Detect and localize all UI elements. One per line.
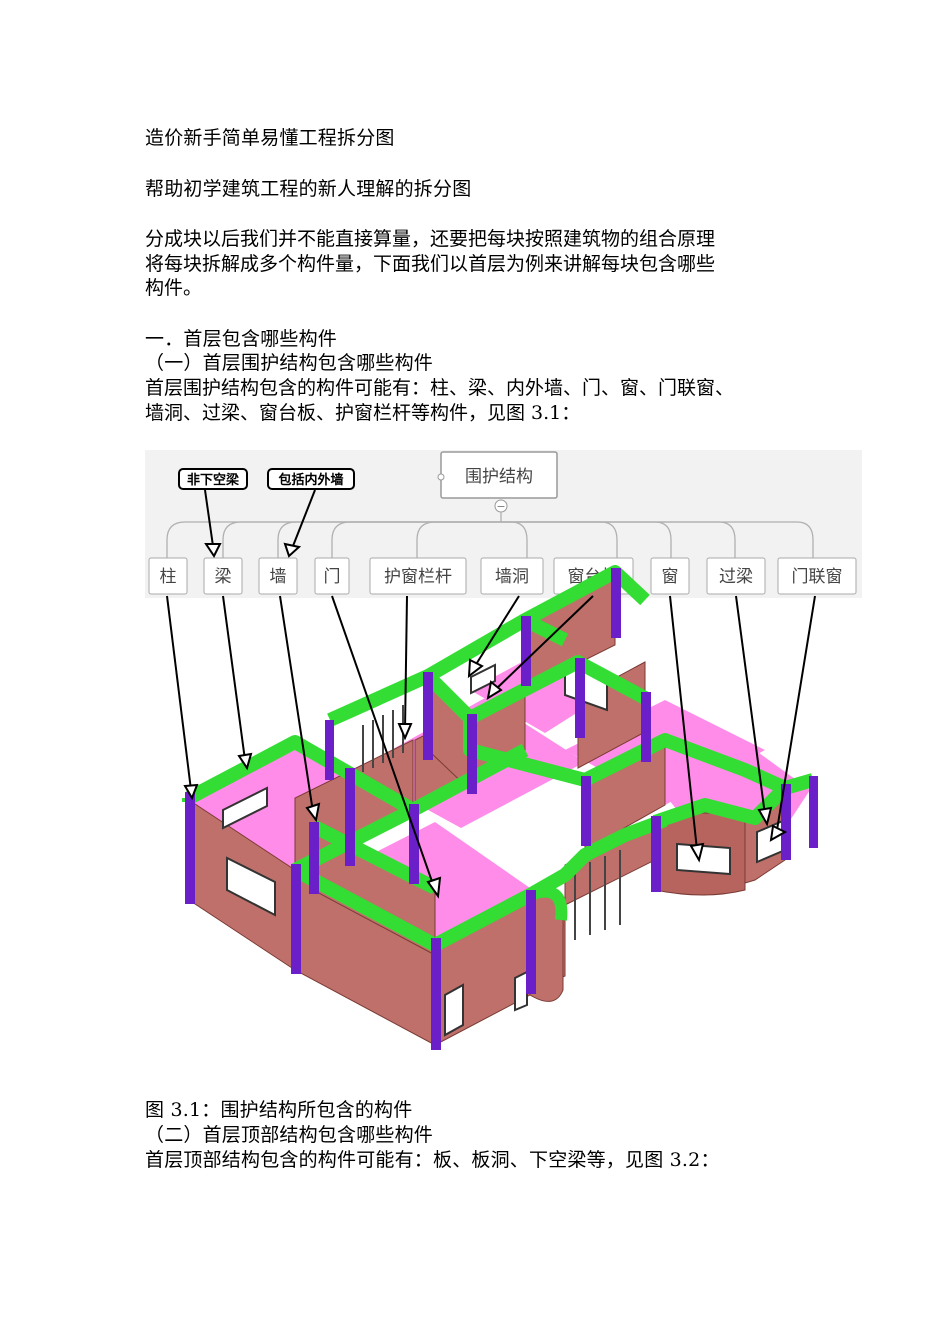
tag-arrows	[204, 489, 316, 558]
node-label: 门联窗	[792, 567, 843, 587]
tag-label: 非下空梁	[187, 472, 240, 488]
structure-diagram: 围护结构 − 柱	[145, 450, 862, 1050]
node-men: 门	[314, 557, 350, 595]
figure-caption: 图 3.1：围护结构所包含的构件	[145, 1099, 413, 1121]
node-label: 窗	[662, 567, 679, 587]
node-qiangdong: 墙洞	[480, 557, 544, 595]
node-label: 门	[324, 567, 341, 587]
tag-label: 包括内外墙	[278, 472, 343, 488]
building-3d-model	[182, 565, 818, 1050]
intro-paragraph: 分成块以后我们并不能直接算量，还要把每块按照建筑物的组合原理 将每块拆解成多个构…	[145, 227, 815, 301]
tag-feixiakongliang: 非下空梁	[178, 468, 248, 490]
section-heading: 一．首层包含哪些构件	[145, 328, 338, 350]
sub1-paragraph: 首层围护结构包含的构件可能有：柱、梁、内外墙、门、窗、门联窗、 墙洞、过梁、窗台…	[145, 376, 815, 425]
node-label: 护窗栏杆	[384, 567, 452, 587]
sub1-line: 首层围护结构包含的构件可能有：柱、梁、内外墙、门、窗、门联窗、	[145, 377, 735, 399]
node-label: 柱	[160, 567, 177, 587]
intro-line: 分成块以后我们并不能直接算量，还要把每块按照建筑物的组合原理	[145, 228, 716, 250]
intro-line: 构件。	[145, 277, 203, 299]
pointer-lines	[166, 595, 816, 891]
node-chuang: 窗	[650, 557, 690, 595]
sub1-line: 墙洞、过梁、窗台板、护窗栏杆等构件，见图 3.1：	[145, 401, 581, 424]
node-label: 墙	[270, 567, 287, 587]
doc-subtitle: 帮助初学建筑工程的新人理解的拆分图	[145, 178, 472, 200]
sub2-paragraph: 首层顶部结构包含的构件可能有：板、板洞、下空梁等，见图 3.2：	[145, 1149, 720, 1171]
node-label: 过梁	[719, 567, 753, 587]
node-menlianchuang: 门联窗	[777, 557, 857, 595]
tag-baokuoneiwaiqiang: 包括内外墙	[267, 468, 355, 490]
root-handle	[437, 473, 445, 481]
intro-line: 将每块拆解成多个构件量，下面我们以首层为例来讲解每块包含哪些	[145, 252, 716, 275]
columns	[185, 568, 818, 1050]
node-label: 墙洞	[495, 567, 529, 587]
root-node-label: 围护结构	[465, 467, 533, 487]
node-guoliang: 过梁	[706, 557, 766, 595]
node-label: 梁	[215, 567, 232, 587]
doc-title: 造价新手简单易懂工程拆分图	[145, 127, 395, 149]
figure-3-1: 围护结构 − 柱	[145, 450, 862, 1055]
subsection-heading: （一）首层围护结构包含哪些构件	[145, 352, 434, 374]
connector-lines	[166, 512, 814, 558]
node-zhu: 柱	[148, 557, 188, 595]
node-huchuanglangan: 护窗栏杆	[369, 557, 467, 595]
pointer-arrowheads	[183, 658, 788, 899]
collapse-icon: −	[496, 500, 505, 513]
node-liang: 梁	[203, 557, 243, 595]
subsection-heading-2: （二）首层顶部结构包含哪些构件	[145, 1124, 434, 1146]
node-qiang: 墙	[258, 557, 298, 595]
